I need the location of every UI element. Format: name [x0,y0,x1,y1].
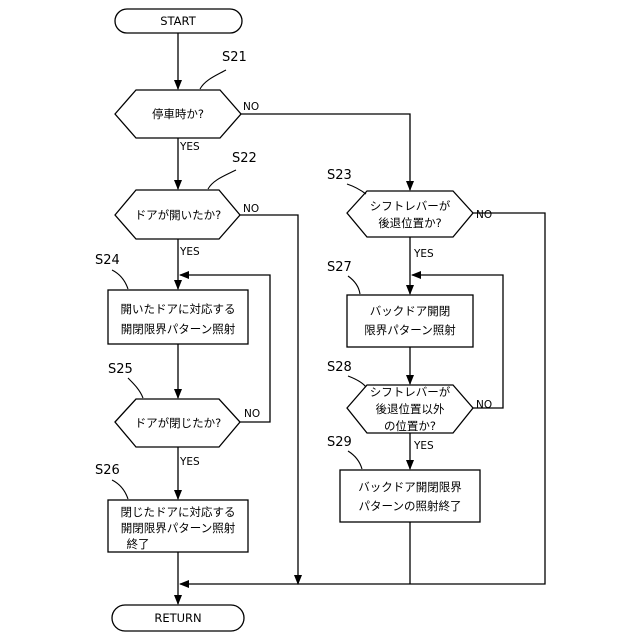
s21-step-id: S21 [222,50,247,65]
s26-text-line2: 開閉限界パターン照射 [121,521,236,535]
s28-no-label: NO [476,399,492,411]
s26-leader [112,480,128,499]
process-s24: 開いたドアに対応する 開閉限界パターン照射 [108,290,248,344]
decision-s22: ドアが開いたか? [115,190,240,239]
decision-s25: ドアが閉じたか? [115,399,240,447]
s28-step-id: S28 [327,360,352,375]
s22-leader [208,170,236,189]
s28-text-line2: 後退位置以外 [376,402,445,416]
s23-leader [347,184,366,194]
s24-text-line2: 開閉限界パターン照射 [121,322,236,336]
return-label: RETURN [154,611,201,625]
s26-step-id: S26 [95,463,120,478]
decision-s21: 停車時か? [115,90,241,138]
process-s26: 閉じたドアに対応する 開閉限界パターン照射 終了 [108,500,248,552]
s28-text-line3: の位置か? [384,419,436,433]
s29-leader [348,451,362,469]
s27-step-id: S27 [327,260,352,275]
s22-no-label: NO [243,203,259,215]
s25-text: ドアが閉じたか? [135,416,222,430]
s29-step-id: S29 [327,435,352,450]
s23-text-line2: 後退位置か? [378,216,442,230]
s23-yes-label: YES [413,248,434,260]
s29-text-line1: バックドア開閉限界 [358,480,462,494]
s25-leader [128,378,143,398]
arrow-s21-no [241,114,410,190]
s21-yes-label: YES [179,141,200,153]
s23-no-label: NO [476,209,492,221]
s27-leader [348,276,360,294]
return-terminal: RETURN [112,605,244,631]
s24-step-id: S24 [95,253,120,268]
process-s27: バックドア開閉 限界パターン照射 [347,295,473,347]
decision-s23: シフトレバーが 後退位置か? [347,191,473,237]
process-s29: バックドア開閉限界 パターンの照射終了 [340,470,480,522]
s22-yes-label: YES [179,246,200,258]
s23-text-line1: シフトレバーが [370,199,451,213]
s21-text: 停車時か? [152,107,204,121]
s26-text-line1: 閉じたドアに対応する [121,505,236,519]
s21-leader [200,70,226,89]
s24-leader [112,270,128,289]
decision-s28: シフトレバーが 後退位置以外 の位置か? [347,385,473,433]
start-label: START [160,14,196,28]
s28-text-line1: シフトレバーが [370,385,451,399]
s21-no-label: NO [243,101,259,113]
s28-yes-label: YES [413,440,434,452]
s22-step-id: S22 [232,151,257,166]
s25-no-label: NO [244,408,260,420]
s26-text-line3: 終了 [127,537,150,551]
s23-step-id: S23 [327,168,352,183]
s25-step-id: S25 [108,362,133,377]
s24-text-line1: 開いたドアに対応する [121,302,236,316]
s22-text: ドアが開いたか? [135,208,222,222]
s28-leader [348,376,366,387]
s27-text-line2: 限界パターン照射 [364,323,456,337]
arrow-s22-no [240,215,298,584]
start-terminal: START [115,9,242,33]
s27-text-line1: バックドア開閉 [370,304,451,318]
s25-yes-label: YES [179,456,200,468]
s29-text-line2: パターンの照射終了 [359,499,462,513]
